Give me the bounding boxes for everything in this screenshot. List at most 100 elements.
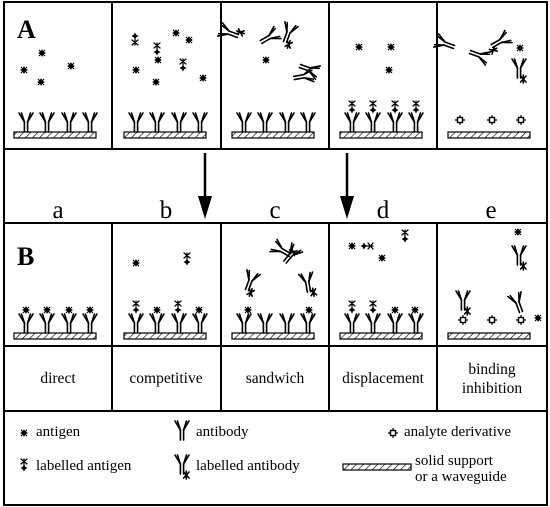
labelled-antigen-glyph	[369, 100, 377, 114]
labelled-antigen-glyph	[179, 58, 187, 72]
method-sandwich: sandwich	[245, 370, 305, 387]
solid-support-glyph	[339, 332, 423, 340]
antibody-glyph	[279, 112, 295, 133]
antibody-glyph	[39, 112, 55, 133]
row-label-b: B	[17, 242, 35, 271]
antibody-glyph	[18, 112, 34, 133]
labelled-antigen-glyph	[20, 458, 28, 472]
antigen-glyph	[378, 254, 386, 262]
antibody-glyph	[39, 313, 55, 334]
solid-support-glyph	[447, 332, 531, 340]
antigen-glyph	[516, 44, 524, 52]
legend-antigen-label: antigen	[36, 424, 81, 440]
antigen-glyph	[132, 66, 140, 74]
labelled-antigen-glyph	[153, 42, 161, 56]
solid-support-glyph	[13, 131, 97, 139]
antibody-glyph	[257, 112, 273, 133]
solid-support-glyph	[342, 463, 412, 471]
antibody-glyph	[257, 313, 273, 334]
antigen-glyph	[22, 306, 30, 314]
solid-support-glyph	[231, 131, 315, 139]
legend-labelled-antibody-label: labelled antibody	[196, 458, 300, 474]
antibody-glyph	[300, 112, 316, 133]
legend-analyte-derivative-label: analyte derivative	[404, 424, 512, 440]
antibody-glyph	[82, 112, 98, 133]
antibody-glyph	[174, 420, 190, 441]
antigen-glyph	[37, 78, 45, 86]
antigen-glyph	[65, 306, 73, 314]
antigen-glyph	[43, 306, 51, 314]
arrow-d-head	[340, 196, 354, 219]
antigen-glyph	[305, 306, 313, 314]
antigen-glyph	[38, 49, 46, 57]
antigen-glyph	[355, 43, 363, 51]
method-displacement: displacement	[342, 370, 424, 387]
antigen-glyph	[152, 78, 160, 86]
antibody-glyph	[408, 313, 424, 334]
antibody-glyph	[149, 112, 165, 133]
analyte-derivative-glyph	[487, 315, 497, 325]
antibody-glyph	[292, 67, 315, 83]
antibody-glyph	[432, 33, 456, 50]
legend-support-label-2: or a waveguide	[415, 469, 507, 485]
antigen-glyph	[244, 306, 252, 314]
antigen-glyph	[391, 306, 399, 314]
method-direct: direct	[40, 370, 76, 387]
solid-support-glyph	[123, 131, 207, 139]
solid-support-glyph	[123, 332, 207, 340]
analyte-derivative-glyph	[458, 315, 468, 325]
antibody-glyph	[408, 112, 424, 133]
labelled-antigen-glyph	[348, 100, 356, 114]
antibody-glyph	[300, 313, 316, 334]
antibody-glyph	[61, 313, 77, 334]
labelled-antigen-glyph	[174, 300, 182, 314]
column-letter-e: e	[485, 197, 497, 224]
antibody-glyph	[279, 313, 295, 334]
antigen-glyph	[534, 314, 542, 322]
antigen-glyph	[411, 306, 419, 314]
labelled-antibody-glyph	[174, 454, 190, 480]
labelled-antibody-glyph	[282, 20, 299, 49]
labelled-antigen-glyph	[348, 300, 356, 314]
antibody-glyph	[128, 112, 144, 133]
legend-support-label-1: solid support	[415, 453, 493, 469]
antibody-glyph	[236, 112, 252, 133]
arrow-b-head	[198, 196, 212, 219]
antibody-glyph	[192, 112, 208, 133]
transition-arrows	[198, 153, 354, 219]
antigen-glyph	[172, 29, 180, 37]
antibody-glyph	[365, 112, 381, 133]
antigen-glyph	[385, 66, 393, 74]
solid-support-glyph	[13, 332, 97, 340]
antigen-glyph	[185, 36, 193, 44]
antibody-glyph	[365, 313, 381, 334]
labelled-antibody-glyph	[488, 29, 513, 55]
labelled-antigen-glyph	[369, 300, 377, 314]
labelled-antigen-glyph	[360, 242, 374, 250]
labelled-antigen-glyph	[132, 300, 140, 314]
labelled-antibody-glyph	[216, 22, 245, 39]
antibody-glyph	[149, 313, 165, 334]
labelled-antibody-glyph	[298, 271, 318, 297]
antigen-glyph	[153, 306, 161, 314]
antibody-glyph	[236, 313, 252, 334]
antigen-glyph	[387, 43, 395, 51]
antigen-glyph	[514, 228, 522, 236]
antigen-glyph	[348, 242, 356, 250]
labelled-antigen-glyph	[412, 100, 420, 114]
labelled-antibody-glyph	[244, 268, 261, 297]
antibody-glyph	[507, 290, 524, 314]
antigen-glyph	[154, 56, 162, 64]
method-binding-inhibition: binding inhibition	[461, 361, 523, 397]
assay-glyphs	[13, 20, 542, 480]
column-letter-a: a	[52, 197, 64, 224]
analyte-derivative-glyph	[516, 315, 526, 325]
column-letter-b: b	[159, 197, 173, 224]
antibody-glyph	[18, 313, 34, 334]
labelled-antigen-glyph	[131, 32, 139, 46]
method-competitive: competitive	[129, 370, 203, 387]
labelled-antibody-glyph	[511, 58, 527, 84]
antibody-glyph	[171, 112, 187, 133]
antigen-glyph	[262, 56, 270, 64]
